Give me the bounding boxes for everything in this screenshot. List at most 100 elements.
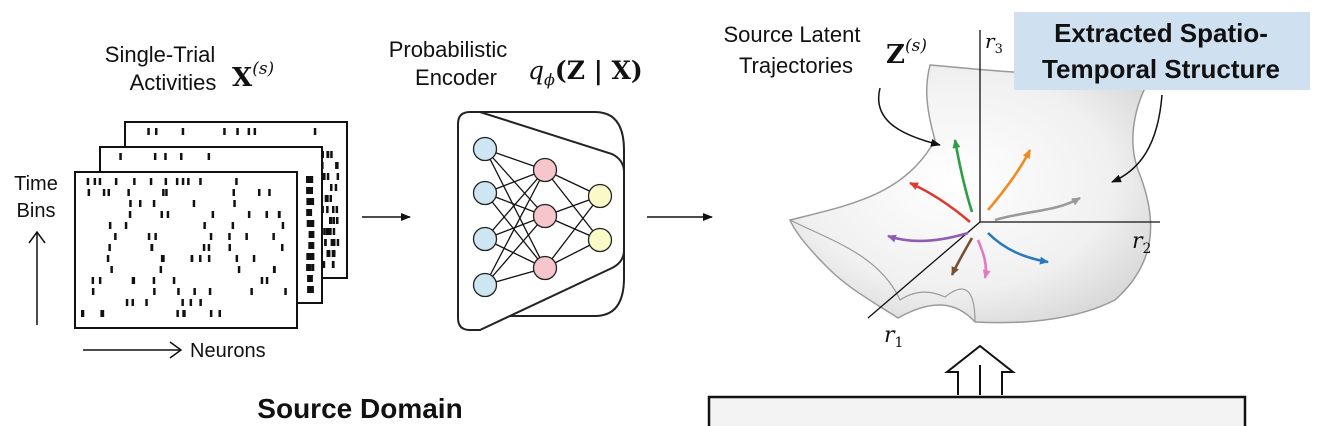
spike-mark (308, 176, 311, 183)
raster-front (74, 171, 298, 329)
spike-mark (310, 275, 313, 282)
neurons-label: Neurons (190, 340, 266, 362)
spike-mark (331, 250, 335, 257)
spike-mark (107, 189, 110, 196)
spike-mark (152, 200, 156, 207)
spike-mark (330, 151, 333, 158)
spike-mark (181, 299, 184, 306)
spike-mark (311, 231, 314, 238)
spike-mark (223, 128, 226, 135)
spike-mark (311, 220, 314, 227)
spike-mark (333, 239, 336, 246)
spike-mark (265, 277, 269, 284)
spike-mark (281, 244, 284, 251)
spike-mark (268, 189, 271, 196)
spike-mark (324, 195, 328, 202)
pointer-arrow-trajectories (877, 87, 941, 147)
spike-mark (311, 253, 315, 260)
spike-mark (232, 189, 235, 196)
spike-mark (306, 220, 310, 227)
spike-mark (209, 233, 213, 240)
network-edge (484, 215, 546, 286)
spike-mark (86, 178, 90, 185)
spike-mark (147, 128, 150, 135)
spike-mark (247, 211, 251, 218)
raster-middle-spikes (119, 153, 315, 293)
domain-title: Source Domain (257, 393, 462, 424)
spike-mark (306, 253, 310, 260)
spike-mark (165, 189, 168, 196)
spike-mark (272, 233, 275, 240)
time-arrow (28, 230, 46, 325)
spike-mark (332, 261, 335, 268)
spike-mark (328, 228, 332, 235)
spike-mark (119, 153, 122, 160)
network-edge (484, 192, 546, 269)
spike-mark (180, 153, 183, 160)
spike-mark (281, 222, 285, 229)
latent-axes (867, 30, 1160, 319)
spike-mark (127, 189, 130, 196)
spike-mark (326, 195, 329, 202)
spike-mark (311, 264, 315, 271)
spike-mark (306, 187, 309, 194)
spike-mark (98, 178, 102, 185)
spike-mark (325, 228, 329, 235)
spike-mark (306, 198, 309, 205)
encoder-label-line2: Encoder (415, 65, 497, 90)
spike-mark (100, 310, 103, 317)
spike-mark (98, 277, 102, 284)
spike-mark (310, 253, 313, 260)
axis-r3-label: r3 (985, 29, 1003, 57)
spike-mark (306, 264, 309, 271)
latent-surface-rim (789, 219, 976, 323)
spike-mark (329, 195, 332, 202)
spike-mark (87, 189, 91, 196)
spike-mark (106, 255, 110, 262)
spike-mark (277, 211, 281, 218)
spike-mark (133, 178, 136, 185)
network-edge (484, 169, 546, 240)
spike-mark (233, 200, 236, 207)
spike-mark (330, 239, 334, 246)
spike-mark (329, 217, 333, 224)
network-edge (484, 148, 546, 217)
spike-mark (228, 233, 231, 240)
bottom-panel (707, 395, 1247, 426)
spike-mark (330, 184, 333, 191)
neurons-arrow (83, 341, 183, 359)
network-edge (484, 169, 546, 286)
spike-mark (101, 310, 105, 317)
raster-front-spikes (81, 178, 287, 317)
spike-mark (332, 228, 336, 235)
spike-mark (322, 261, 326, 268)
spike-mark (91, 288, 95, 295)
latent-trajectory (976, 239, 991, 279)
spike-mark (311, 286, 314, 293)
spike-mark (166, 211, 170, 218)
spike-raster-stack (74, 121, 348, 329)
spike-mark (164, 178, 168, 185)
spike-mark (237, 266, 241, 273)
spike-mark (93, 178, 97, 185)
spike-mark (235, 255, 239, 262)
latent-trajectory (994, 196, 1081, 222)
spike-mark (327, 228, 330, 235)
spike-mark (323, 228, 326, 235)
spike-mark (164, 153, 167, 160)
hidden-neuron-node (532, 255, 558, 281)
spike-mark (199, 255, 202, 262)
spike-mark (306, 209, 309, 216)
spike-mark (187, 178, 190, 185)
spike-mark (308, 242, 311, 249)
spike-mark (131, 299, 134, 306)
latent-trajectory (909, 181, 971, 223)
spike-mark (311, 198, 314, 205)
spike-mark (207, 244, 211, 251)
spike-mark (332, 206, 335, 213)
spike-mark (181, 178, 185, 185)
spike-mark (128, 211, 132, 218)
spike-mark (154, 233, 157, 240)
latent-label-line2: Trajectories (739, 53, 853, 78)
